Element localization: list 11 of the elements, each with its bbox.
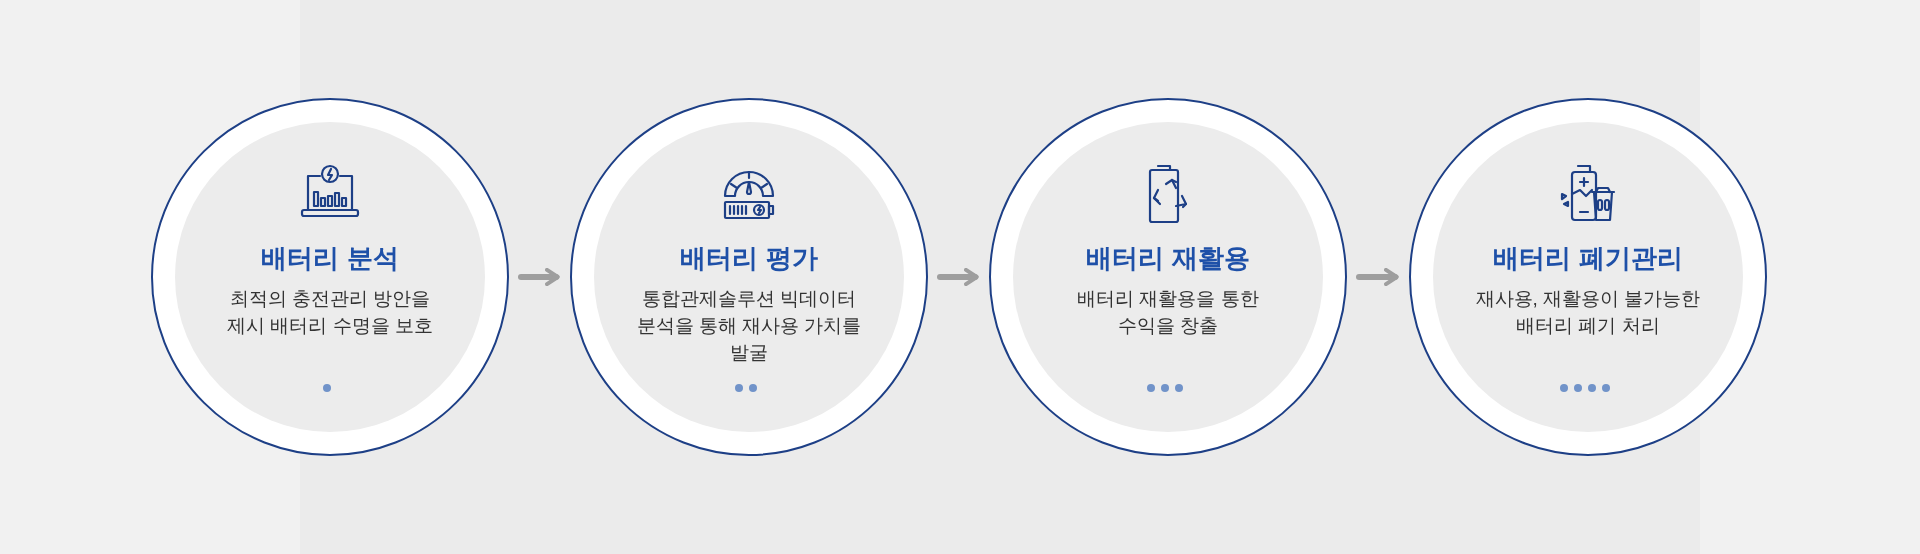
step-description: 통합관제솔루션 빅데이터 분석을 통해 재사용 가치를 발굴 <box>635 286 863 365</box>
step-title: 배터리 평가 <box>680 242 818 275</box>
step-description: 최적의 충전관리 방안을 제시 배터리 수명을 보호 <box>226 286 434 338</box>
step-title: 배터리 폐기관리 <box>1493 242 1683 275</box>
step-description: 재사용, 재활용이 불가능한 배터리 폐기 처리 <box>1474 286 1702 338</box>
step-description: 배터리 재활용을 통한 수익을 창출 <box>1076 286 1260 338</box>
arrow <box>937 267 979 287</box>
step-title: 배터리 재활용 <box>1086 242 1250 275</box>
arrow <box>518 267 560 287</box>
step-title: 배터리 분석 <box>261 242 399 275</box>
arrow <box>1356 267 1399 287</box>
